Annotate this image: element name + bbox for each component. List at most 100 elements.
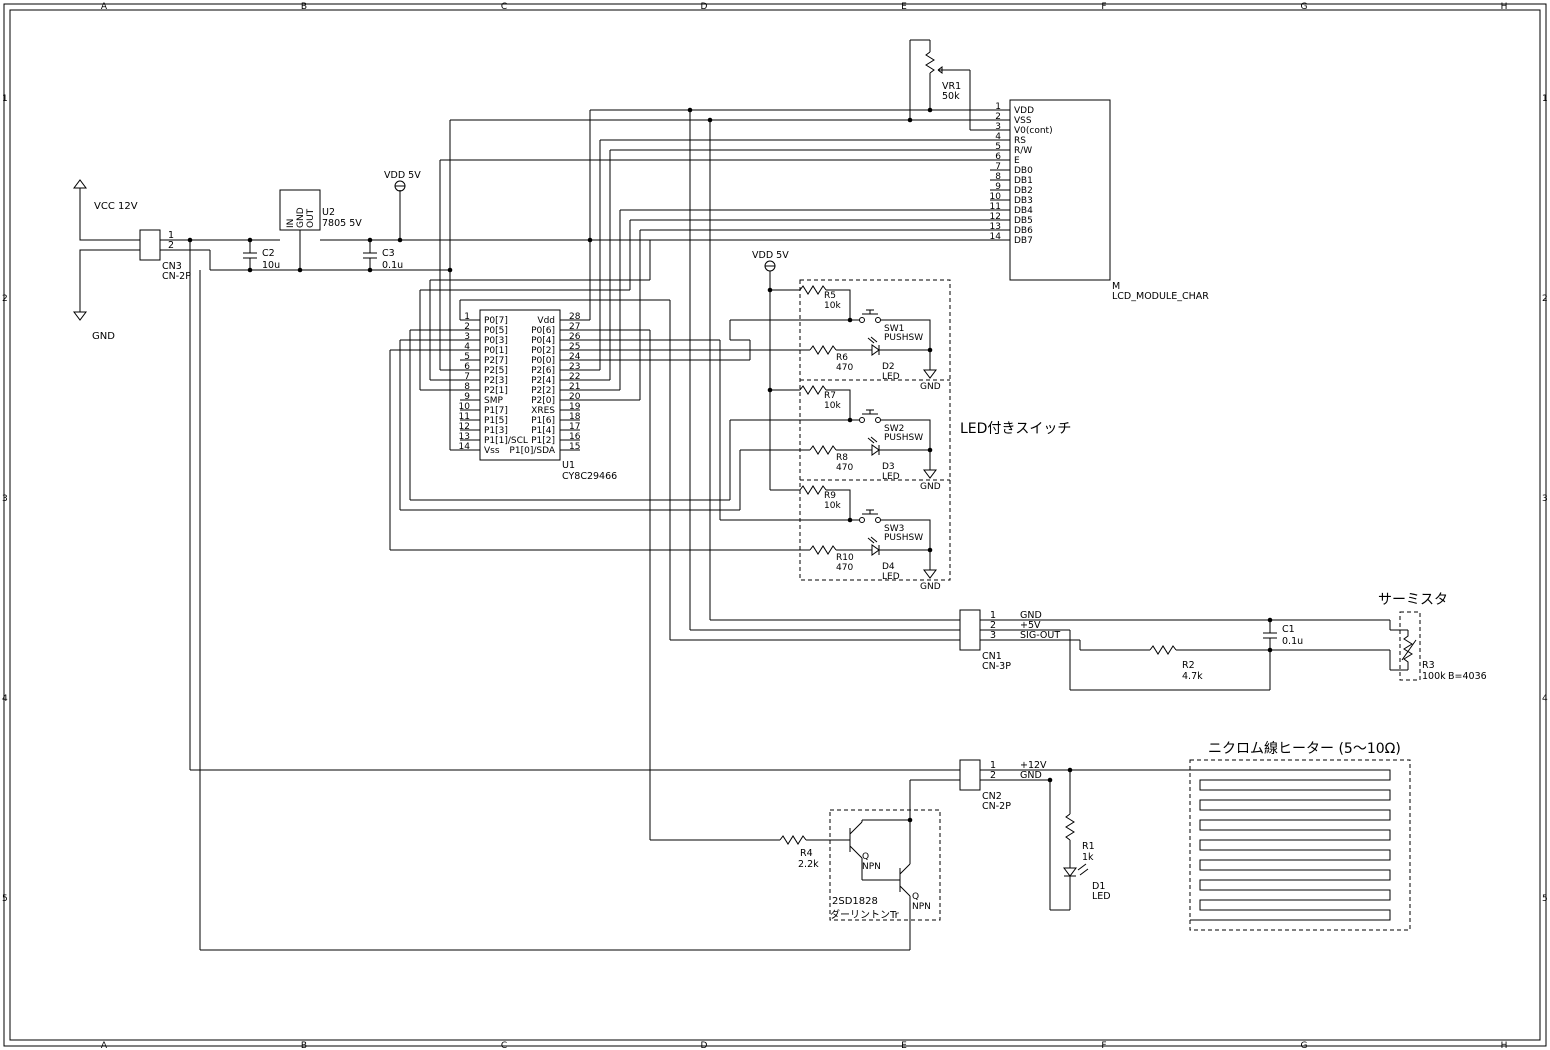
frame-col-bottom: E: [901, 1041, 907, 1050]
c2-ref: C2: [262, 248, 275, 259]
u1-right-pin-name: P2[4]: [531, 376, 555, 386]
c1-ref: C1: [1282, 624, 1295, 635]
cn1-pin3-name: SIG-OUT: [1020, 630, 1060, 641]
pushswitch-contact: [875, 417, 881, 423]
q2-ref: Q: [912, 892, 919, 902]
led-resistor-value: 470: [836, 463, 853, 473]
u1-right-pin-name: P0[4]: [531, 336, 555, 346]
capacitor-c1: C1 0.1u: [1282, 624, 1303, 647]
frame-col-bottom: G: [1301, 1041, 1308, 1050]
lcd-pin-name: RS: [1014, 136, 1026, 146]
u2-pin-out: OUT: [306, 208, 316, 228]
potentiometer-vr1: VR1 50k: [942, 81, 961, 102]
lcd-pin-number: 9: [995, 182, 1001, 192]
u1-right-pin-number: 27: [569, 322, 580, 332]
u1-right-pin-name: P1[6]: [531, 416, 555, 426]
frame-col-top: C: [501, 2, 507, 12]
u1-right-pin-number: 28: [569, 312, 581, 322]
frame-row-left: 2: [2, 294, 8, 304]
u1-left-pin-name: P0[7]: [484, 316, 508, 326]
lcd-pin-name: E: [1014, 156, 1020, 166]
cn1-value: CN-3P: [982, 661, 1011, 672]
thermistor-r3: サーミスタ R3 100k B=4036: [1378, 592, 1487, 682]
u1-left-pin-number: 8: [464, 382, 470, 392]
r1-ref: R1: [1082, 841, 1095, 852]
u1-left-pin-number: 9: [464, 392, 470, 402]
lcd-pin-name: DB6: [1014, 226, 1033, 236]
lcd-pin-name: R/W: [1014, 146, 1032, 156]
resistor-r4: R4 2.2k: [798, 848, 819, 870]
junction-dot: [927, 347, 933, 353]
lcd-pin-number: 5: [995, 142, 1001, 152]
u1-left-pin-number: 1: [464, 312, 470, 322]
power-labels: VCC 12V GND VDD 5V: [92, 170, 421, 342]
u1-left-pin-name: SMP: [484, 396, 503, 406]
ground-symbol: [923, 569, 937, 579]
junction-dot: [187, 237, 193, 243]
u2-value: 7805 5V: [322, 218, 362, 229]
lcd-pin-name: DB1: [1014, 176, 1033, 186]
switch-value: PUSHSW: [884, 533, 923, 543]
u1-left-pin-name: P2[7]: [484, 356, 508, 366]
junction-dot: [847, 417, 853, 423]
u1-right-pin-name: XRES: [531, 406, 555, 416]
u2-ref: U2: [322, 207, 335, 218]
lcd-pin-number: 11: [990, 202, 1001, 212]
lcd-pin-name: VSS: [1014, 116, 1032, 126]
ground-label: GND: [920, 482, 941, 492]
u2-pin-gnd: GND: [296, 207, 306, 228]
cn3-value: CN-2P: [162, 271, 191, 282]
u1-right-pin-name: P0[0]: [531, 356, 555, 366]
lcd-ref: M: [1112, 281, 1120, 292]
lcd-pin-number: 8: [995, 172, 1001, 182]
d1-ref: D1: [1092, 881, 1105, 892]
switch-block-title: LED付きスイッチ: [960, 421, 1071, 437]
junction-dot: [367, 267, 373, 273]
lcd-pin-name: DB0: [1014, 166, 1033, 176]
darlington-desc: ダーリントンTr: [830, 908, 900, 921]
lcd-pin-number: 3: [995, 122, 1001, 132]
u1-right-pin-name: Vdd: [537, 316, 555, 326]
u1-right-pin-name: P2[2]: [531, 386, 555, 396]
ground-symbol: [923, 369, 937, 379]
pushswitch-contact: [875, 517, 881, 523]
led-resistor-ref: R8: [836, 453, 848, 463]
lcd-pin-name: V0(cont): [1014, 126, 1053, 136]
u1-left-pin-name: P2[5]: [484, 366, 508, 376]
cn3-pin1: 1: [168, 230, 174, 241]
frame-row-right: 2: [1542, 294, 1548, 304]
frame-col-bottom: C: [501, 1041, 507, 1050]
u1-right-pin-number: 19: [569, 402, 581, 412]
pushswitch-contact: [875, 317, 881, 323]
u1-right-pin-name: P0[2]: [531, 346, 555, 356]
resistor-r2: R2 4.7k: [1182, 660, 1203, 682]
darlington-transistor: Q NPN Q NPN 2SD1828 ダーリントンTr: [830, 852, 931, 921]
switch-value: PUSHSW: [884, 433, 923, 443]
u1-left-pin-name: P0[3]: [484, 336, 508, 346]
frame-row-left: 1: [2, 94, 8, 104]
switch-ref: SW2: [884, 424, 904, 434]
lcd-pin-name: DB2: [1014, 186, 1033, 196]
led-value: LED: [882, 572, 900, 582]
u1-left-pin-name: P0[5]: [484, 326, 508, 336]
pullup-resistor-value: 10k: [824, 501, 841, 511]
heater-title: ニクロム線ヒーター (5〜10Ω): [1208, 741, 1401, 757]
vcc-label: VCC 12V: [94, 201, 138, 212]
frame-col-top: F: [1101, 2, 1106, 12]
frame-col-bottom: H: [1501, 1041, 1508, 1050]
cn2-ref: CN2: [982, 791, 1002, 802]
gnd-label: GND: [92, 331, 115, 342]
darlington-part: 2SD1828: [832, 896, 878, 907]
junction-dot: [247, 237, 253, 243]
u1-left-pin-name: P1[7]: [484, 406, 508, 416]
u1-left-pin-number: 2: [464, 322, 470, 332]
junction-dot: [397, 237, 403, 243]
led-value: LED: [882, 472, 900, 482]
vdd-label-top: VDD 5V: [384, 170, 421, 181]
pullup-resistor: [799, 485, 827, 495]
r4-ref: R4: [800, 848, 813, 859]
